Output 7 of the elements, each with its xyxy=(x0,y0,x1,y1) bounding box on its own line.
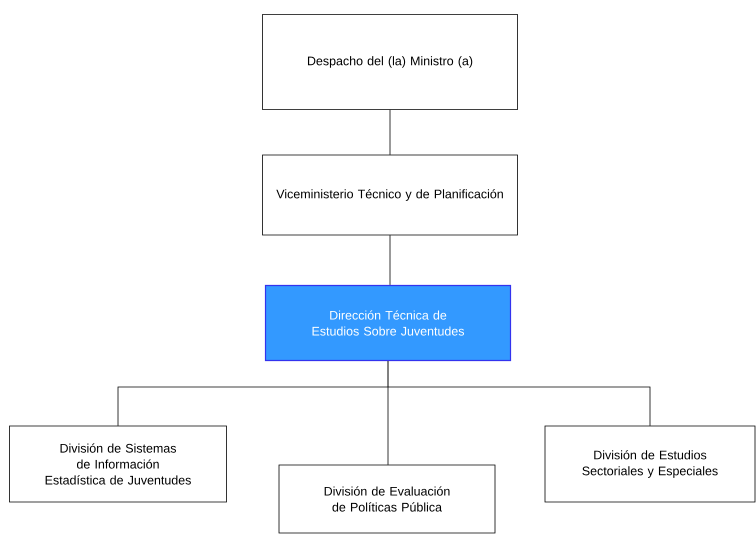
connector-line xyxy=(388,360,650,426)
org-box: División de Sistemas de Información Estadística de Juventudes xyxy=(9,426,227,502)
highlighted-box: Dirección Técnica de Estudios Sobre Juventudes xyxy=(264,284,512,362)
org-box: División de Estudios Sectoriales y Especiales xyxy=(544,426,756,502)
org-box: División de Evaluación de Políticas Pública xyxy=(278,464,496,534)
org-box: Despacho del (la) Ministro (a) xyxy=(262,14,518,110)
org-box: Viceministerio Técnico y de Planificación xyxy=(262,154,518,236)
